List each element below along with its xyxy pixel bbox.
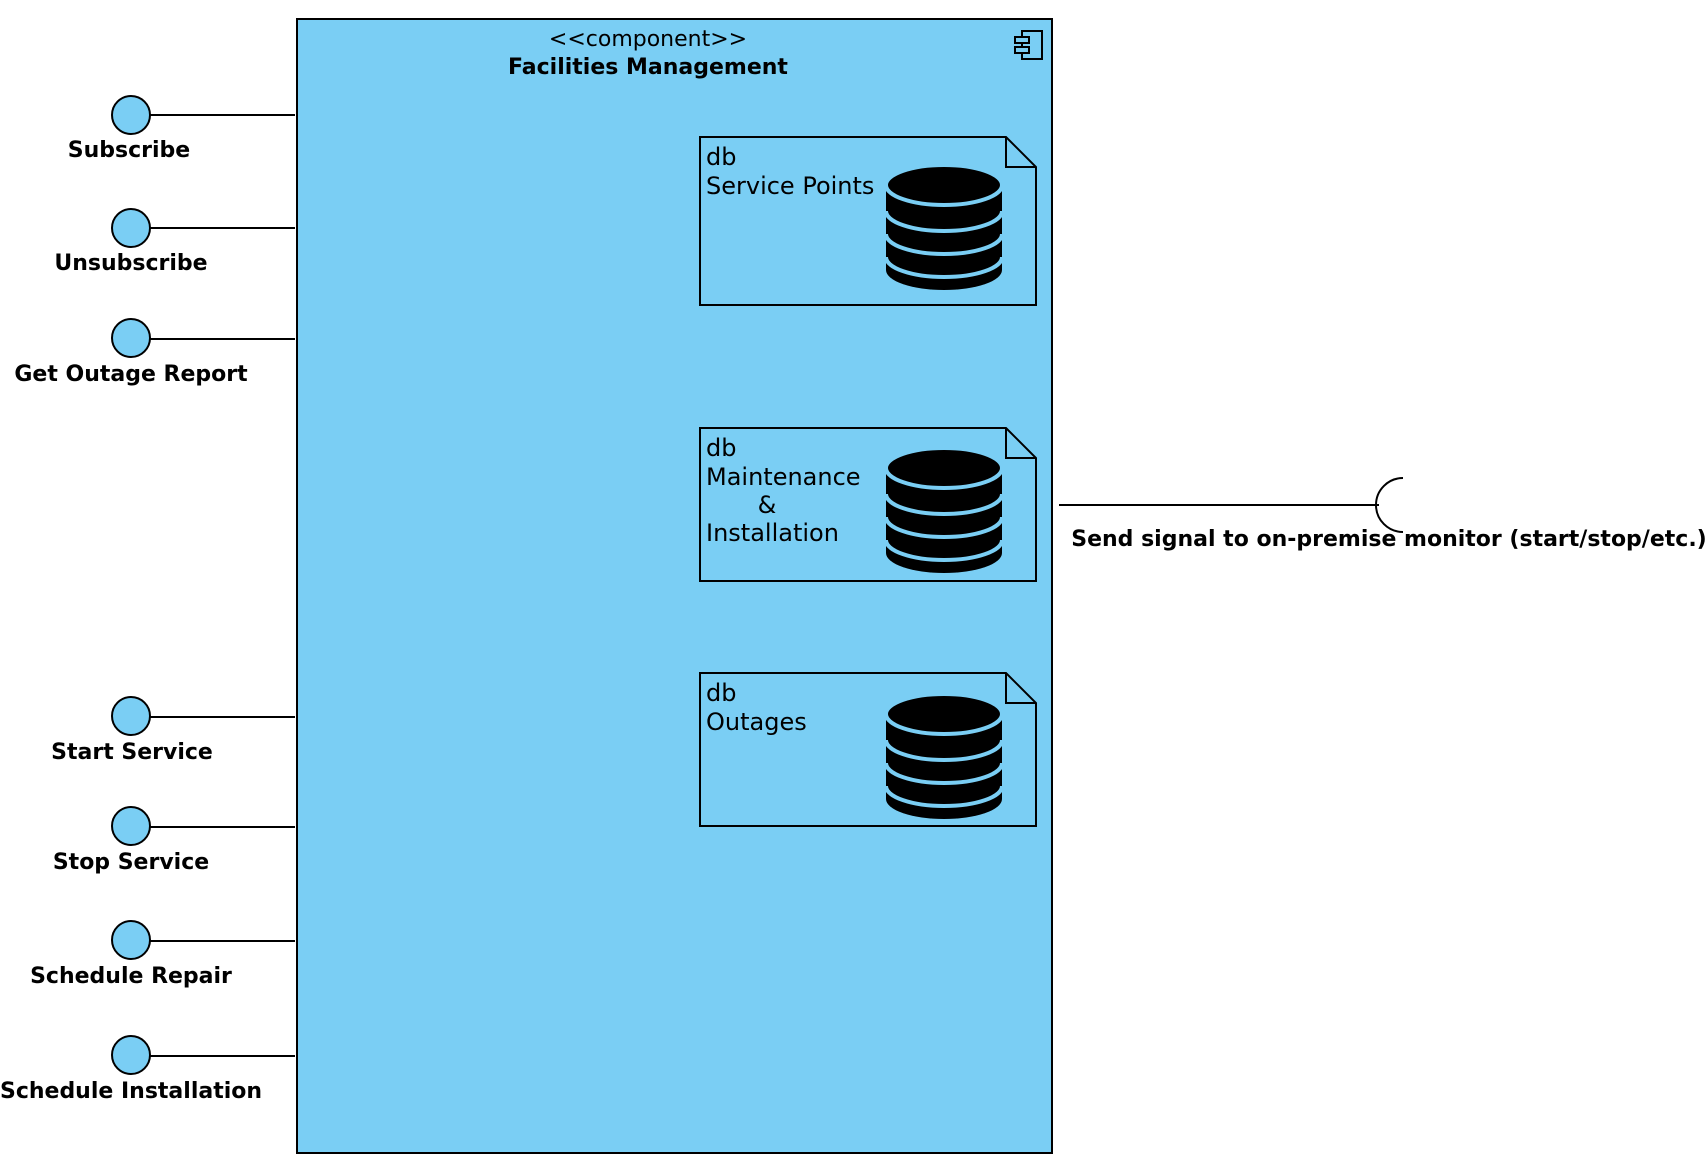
interface-schedule-installation[interactable]: Schedule Installation (0, 1035, 295, 1104)
interface-schedule-repair[interactable]: Schedule Repair (30, 920, 295, 989)
database-icon (884, 692, 1004, 819)
component-icon (1014, 30, 1043, 60)
interface-label: Unsubscribe (54, 251, 207, 276)
db-name-line-2: & (758, 491, 777, 519)
db-name-line-1: Maintenance (706, 463, 861, 491)
interface-label: Stop Service (53, 850, 209, 875)
interface-start-service[interactable]: Start Service (51, 696, 295, 765)
interface-get-outage-report[interactable]: Get Outage Report (14, 318, 295, 387)
interface-label: Get Outage Report (14, 362, 248, 387)
interface-circle-icon[interactable] (111, 318, 151, 358)
db-maintenance-installation[interactable]: db Maintenance & Installation (699, 427, 1037, 582)
interface-subscribe[interactable]: Subscribe (68, 95, 295, 163)
interface-label: Subscribe (68, 138, 190, 163)
db-name: Service Points (706, 172, 874, 200)
socket-icon[interactable] (1375, 477, 1404, 533)
interface-unsubscribe[interactable]: Unsubscribe (54, 208, 295, 276)
interface-circle-icon[interactable] (111, 95, 151, 135)
db-outages[interactable]: db Outages (699, 672, 1037, 827)
db-kind: db (706, 434, 736, 462)
interface-stop-service[interactable]: Stop Service (53, 806, 295, 875)
interface-circle-icon[interactable] (111, 806, 151, 846)
interface-label: Schedule Installation (0, 1079, 262, 1104)
db-name-line-3: Installation (706, 519, 839, 547)
db-service-points[interactable]: db Service Points (699, 136, 1037, 306)
db-kind: db (706, 143, 736, 171)
interface-circle-icon[interactable] (111, 696, 151, 736)
db-name: Outages (706, 708, 807, 736)
db-kind: db (706, 679, 736, 707)
component-stereotype: <<component>> (549, 27, 747, 52)
interface-circle-icon[interactable] (111, 1035, 151, 1075)
interface-circle-icon[interactable] (111, 920, 151, 960)
component-title: Facilities Management (508, 55, 788, 80)
required-interface-label: Send signal to on-premise monitor (start… (1071, 527, 1706, 552)
required-interface[interactable]: Send signal to on-premise monitor (start… (1059, 477, 1707, 552)
interface-circle-icon[interactable] (111, 208, 151, 248)
interface-label: Start Service (51, 740, 213, 765)
database-icon (884, 446, 1004, 573)
database-icon (884, 163, 1004, 290)
interface-label: Schedule Repair (30, 964, 232, 989)
